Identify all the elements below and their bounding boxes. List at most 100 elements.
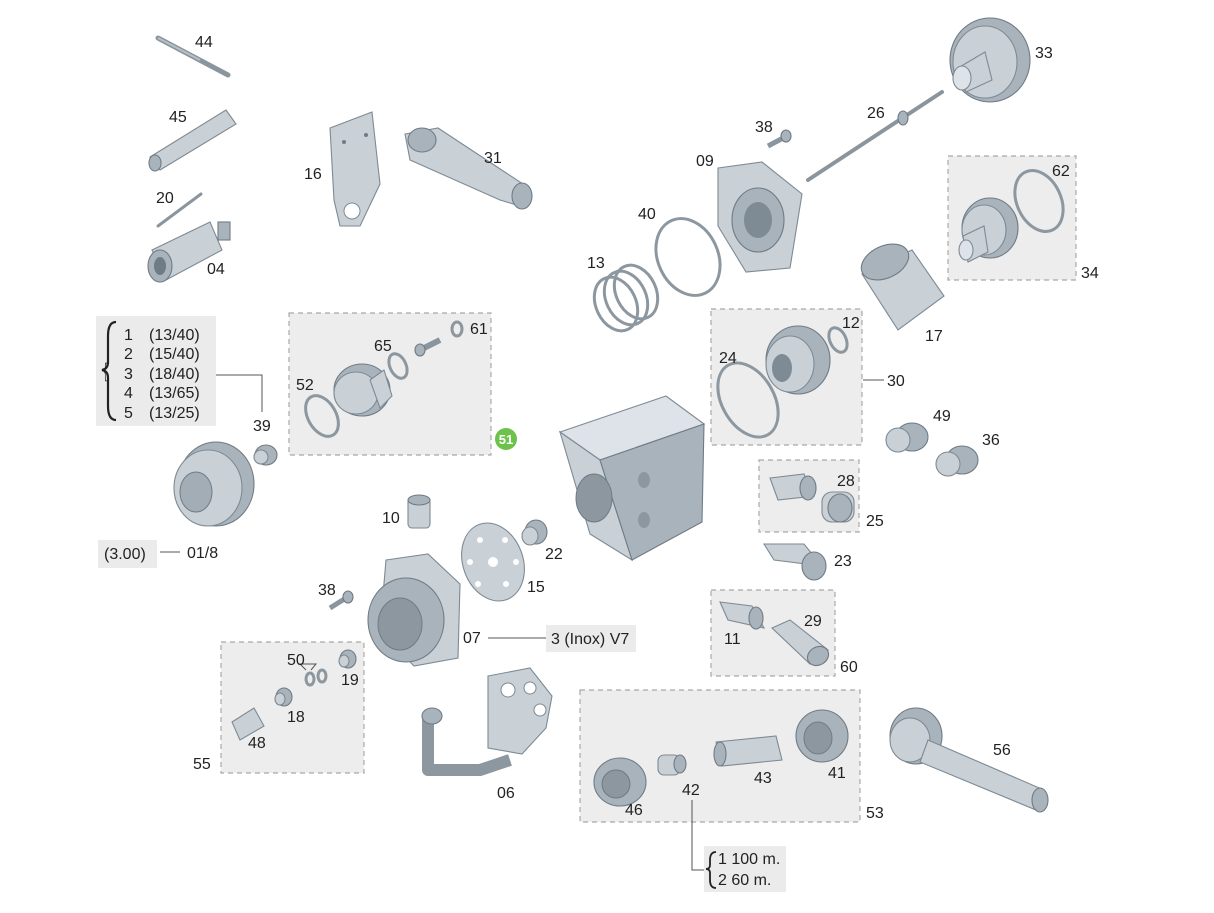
part-23-valve — [763, 543, 827, 581]
length-item-2: 2 60 m. — [718, 872, 771, 889]
label-61: 61 — [470, 321, 488, 338]
label-44: 44 — [195, 34, 213, 51]
label-09: 09 — [696, 153, 714, 170]
label-55: 55 — [193, 756, 211, 773]
part-34-piston — [958, 197, 1019, 263]
part-06-elbow — [421, 667, 553, 776]
label-23: 23 — [834, 553, 852, 570]
ring-sizes-brace — [101, 320, 117, 422]
lengths-brace — [705, 851, 717, 889]
label-65: 65 — [374, 338, 392, 355]
weight-callout: (3.00) — [98, 540, 157, 568]
ring-size-value-5: (13/25) — [149, 405, 200, 422]
part-46-ring — [593, 757, 647, 807]
label-41: 41 — [828, 765, 846, 782]
part-04-bushing — [147, 221, 231, 283]
part-20-pin — [156, 192, 203, 228]
label-30: 30 — [887, 373, 905, 390]
label-16: 16 — [304, 166, 322, 183]
part-26-needle — [806, 90, 944, 182]
badge-51 — [495, 428, 517, 450]
label-12: 12 — [842, 315, 860, 332]
ring-size-value-3: (18/40) — [149, 366, 200, 383]
ring-sizes-callout: { 1 (13/40) 2 (15/40) 3 (18/40) 4 (13/65… — [96, 316, 216, 426]
ring-size-value-1: (13/40) — [149, 327, 200, 344]
part-44-pin — [155, 35, 231, 78]
label-29: 29 — [804, 613, 822, 630]
leader-42 — [691, 800, 704, 871]
label-22: 22 — [545, 546, 563, 563]
label-33: 33 — [1035, 45, 1053, 62]
part-48-spring — [231, 707, 265, 741]
label-46: 46 — [625, 802, 643, 819]
part-41-bushing — [795, 709, 849, 763]
label-62: 62 — [1052, 163, 1070, 180]
part-pump-block — [558, 395, 706, 562]
label-11: 11 — [724, 631, 741, 648]
label-50: 50 — [287, 652, 305, 669]
label-36: 36 — [982, 432, 1000, 449]
badge-51-label: 51 — [499, 432, 513, 447]
label-56: 56 — [993, 742, 1011, 759]
label-18: 18 — [287, 709, 305, 726]
part-22-fitting — [521, 519, 548, 546]
part-24-oring — [716, 361, 780, 439]
part-31-shaft — [404, 127, 533, 210]
part-50-washers — [304, 668, 328, 687]
part-49-fitting — [885, 422, 929, 453]
part-40-oring — [654, 217, 722, 297]
label-40: 40 — [638, 206, 656, 223]
label-20: 20 — [156, 190, 174, 207]
label-49: 49 — [933, 408, 951, 425]
label-38-top: 38 — [755, 119, 773, 136]
part-07-head — [367, 553, 461, 667]
label-26: 26 — [867, 105, 885, 122]
label-39: 39 — [253, 418, 271, 435]
leader-50 — [298, 663, 318, 671]
part-45-shaft — [148, 109, 237, 172]
label-48: 48 — [248, 735, 266, 752]
part-12-oring — [827, 326, 849, 354]
label-25: 25 — [866, 513, 884, 530]
ring-size-value-2: (15/40) — [149, 346, 200, 363]
label-07: 07 — [463, 630, 481, 647]
ring-size-item-4: 4 — [124, 385, 133, 402]
part-52-oring — [304, 394, 340, 438]
ring-size-item-2: 2 — [124, 346, 133, 363]
part-01-8-cap — [173, 441, 255, 527]
label-45: 45 — [169, 109, 187, 126]
ring-size-value-4: (13/65) — [149, 385, 200, 402]
ring-size-item-5: 5 — [124, 405, 133, 422]
part-36-fitting — [935, 445, 979, 477]
label-38-lower: 38 — [318, 582, 336, 599]
part-13-spring — [592, 263, 660, 333]
part-17-sleeve — [860, 243, 945, 331]
label-15: 15 — [527, 579, 545, 596]
part-18-nut — [274, 687, 293, 707]
label-06: 06 — [497, 785, 515, 802]
part-25-valve — [769, 473, 817, 501]
label-24: 24 — [719, 350, 737, 367]
inox-callout: 3 (Inox) V7 — [546, 625, 636, 652]
part-62-ring — [1013, 169, 1065, 233]
part-15-gasket — [461, 522, 525, 602]
part-11-valve — [719, 601, 766, 630]
label-31: 31 — [484, 150, 502, 167]
label-42: 42 — [682, 782, 700, 799]
label-43: 43 — [754, 770, 772, 787]
label-28: 28 — [837, 473, 855, 490]
part-33-knob — [949, 17, 1031, 103]
ring-size-item-3: 3 — [124, 366, 133, 383]
part-65-oring — [387, 352, 409, 380]
label-13: 13 — [587, 255, 605, 272]
part-38-screw-lower — [328, 590, 354, 611]
part-28-cup — [821, 491, 855, 523]
part-56-shaft — [889, 707, 1049, 813]
label-34: 34 — [1081, 265, 1099, 282]
part-09-flange — [717, 161, 803, 273]
part-10-nut — [407, 494, 431, 529]
leader-39 — [216, 374, 263, 412]
part-16-plate — [329, 111, 381, 227]
label-60: 60 — [840, 659, 858, 676]
